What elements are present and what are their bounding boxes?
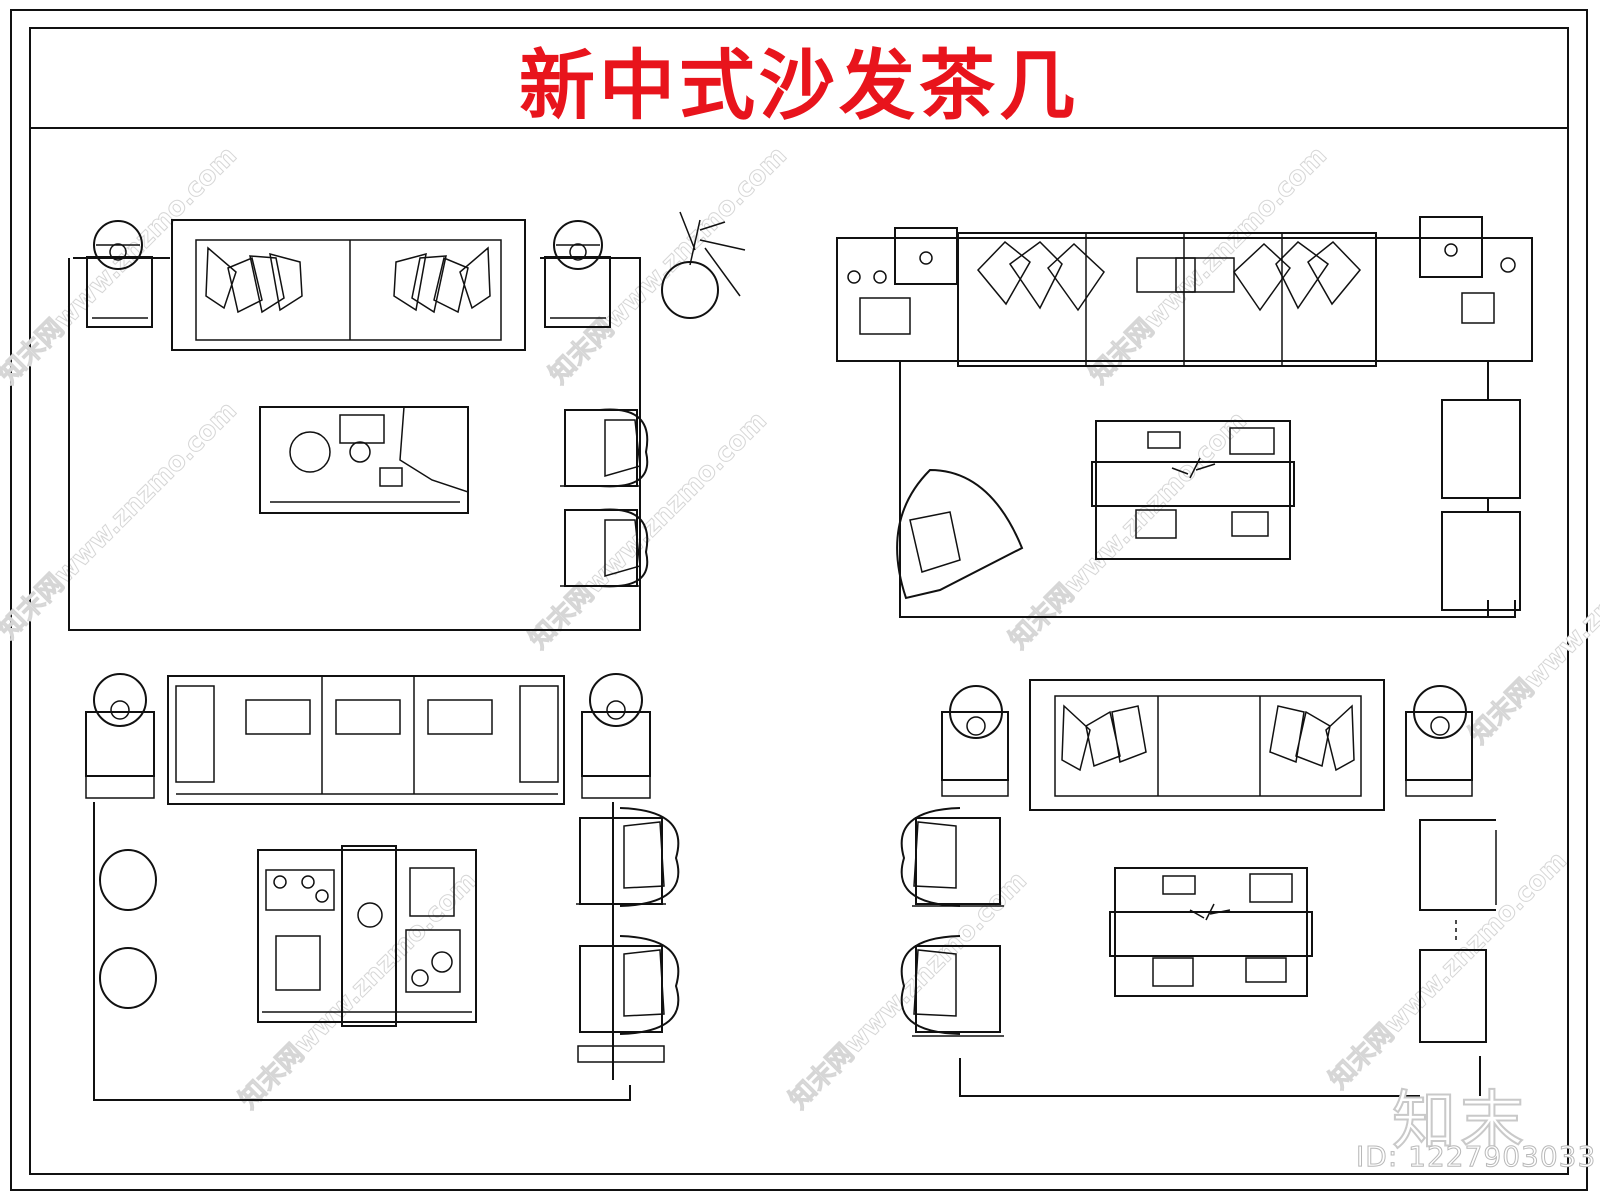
image-id-label: ID: 1227903033 — [1355, 1140, 1597, 1174]
armchair — [576, 807, 680, 907]
table-runner — [399, 406, 469, 494]
three-seat-sofa — [167, 675, 565, 805]
watermark-text: 知末网www.znzmo.com — [0, 396, 243, 645]
table-lamp — [93, 673, 147, 727]
table-runner — [1109, 911, 1313, 957]
outer-frame — [10, 9, 1588, 1191]
cushion — [335, 699, 401, 735]
watermark-text: 知末网www.znzmo.com — [544, 141, 793, 390]
ottoman — [1441, 511, 1521, 611]
round-stool — [99, 947, 157, 1009]
ottoman — [1441, 399, 1521, 499]
three-seat-sofa — [171, 219, 526, 351]
armchair — [900, 935, 1004, 1037]
cushion-group — [976, 240, 1105, 312]
rug — [93, 802, 631, 1101]
layout-top-right — [836, 216, 1533, 618]
three-seat-sofa — [1029, 679, 1385, 811]
cushion — [245, 699, 311, 735]
watermark-text: 知末网www.znzmo.com — [234, 866, 483, 1115]
layout-bottom-right — [900, 679, 1497, 1097]
table-lamp — [589, 673, 643, 727]
ottoman — [1419, 819, 1496, 911]
table-lamp — [949, 685, 1003, 739]
table-lamp — [553, 220, 603, 270]
cushion-group — [393, 246, 491, 314]
side-cabinet — [894, 227, 958, 285]
coffee-table — [1095, 420, 1291, 560]
watermark-text: 知末网www.znzmo.com — [524, 406, 773, 655]
potted-plant — [661, 261, 719, 319]
table-lamp — [93, 220, 143, 270]
cushion-group — [1233, 240, 1362, 312]
watermark-text: 知末网www.znzmo.com — [1084, 141, 1333, 390]
ottoman — [1419, 949, 1487, 1043]
coffee-table — [1114, 867, 1308, 997]
watermark-layer: 知末网www.znzmo.com 知末网www.znzmo.com 知末网www… — [0, 140, 1600, 1115]
lounge-chair — [896, 468, 1024, 600]
armchair — [577, 935, 680, 1063]
layout-top-left — [68, 211, 746, 631]
side-table — [86, 256, 153, 328]
watermark-text: 知末网www.znzmo.com — [1324, 846, 1573, 1095]
four-seat-sofa — [957, 232, 1377, 367]
cushion-group — [1269, 704, 1355, 772]
cushion — [427, 699, 493, 735]
round-stool — [99, 849, 157, 911]
brand-logo: 知末 — [1391, 1084, 1528, 1160]
watermark-text: 知末网www.znzmo.com — [0, 141, 243, 390]
cushion-group — [1061, 704, 1147, 772]
rug — [899, 362, 1516, 618]
watermark-text: 知末网www.znzmo.com — [1464, 501, 1600, 750]
table-runner — [341, 845, 397, 1027]
layout-bottom-left — [85, 673, 680, 1101]
side-cabinet — [1419, 216, 1483, 278]
side-table — [544, 256, 611, 328]
cushion-group — [205, 246, 303, 314]
table-runner — [1091, 461, 1295, 507]
armchair — [560, 408, 649, 488]
inner-frame — [29, 27, 1569, 1175]
side-table — [85, 711, 155, 777]
side-table — [581, 711, 651, 777]
armchair — [900, 807, 1004, 907]
table-lamp — [1413, 685, 1467, 739]
coffee-table — [257, 849, 477, 1023]
rug — [959, 1056, 1481, 1097]
armchair — [560, 508, 649, 588]
